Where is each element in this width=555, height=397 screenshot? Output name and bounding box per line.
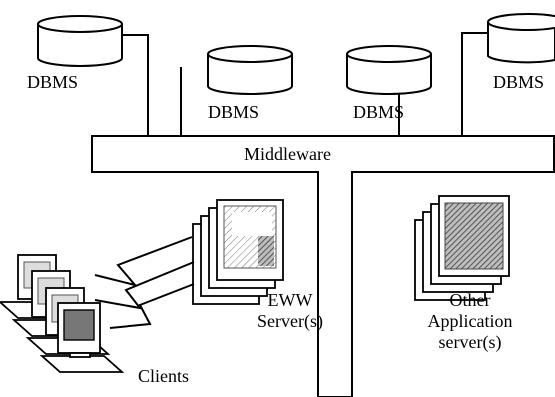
eww-label-line2: Server(s)	[257, 311, 323, 331]
client-workstations-icon	[0, 254, 125, 373]
middleware-label: Middleware	[244, 144, 331, 164]
other-label-line2: Application	[427, 311, 513, 331]
other-label-line1: Other	[449, 290, 491, 310]
other-label-line3: server(s)	[438, 332, 502, 352]
database-icon	[37, 15, 123, 67]
other-server-label: Other Application server(s)	[410, 290, 530, 353]
dbms-label-1: DBMS	[27, 72, 79, 92]
network-link	[94, 236, 195, 329]
dbms-label-4: DBMS	[493, 72, 545, 92]
eww-server-label: EWW Server(s)	[250, 290, 330, 332]
dbms-label-3: DBMS	[353, 102, 405, 122]
clients-label: Clients	[138, 366, 190, 386]
eww-label-line1: EWW	[267, 290, 313, 310]
database-icon	[207, 45, 293, 95]
dbms-label-2: DBMS	[208, 102, 260, 122]
eww-server-icon	[192, 199, 284, 305]
application-server-icon	[414, 195, 510, 301]
database-icon	[346, 45, 432, 95]
database-icon	[487, 13, 555, 64]
middleware-bus	[91, 135, 555, 397]
